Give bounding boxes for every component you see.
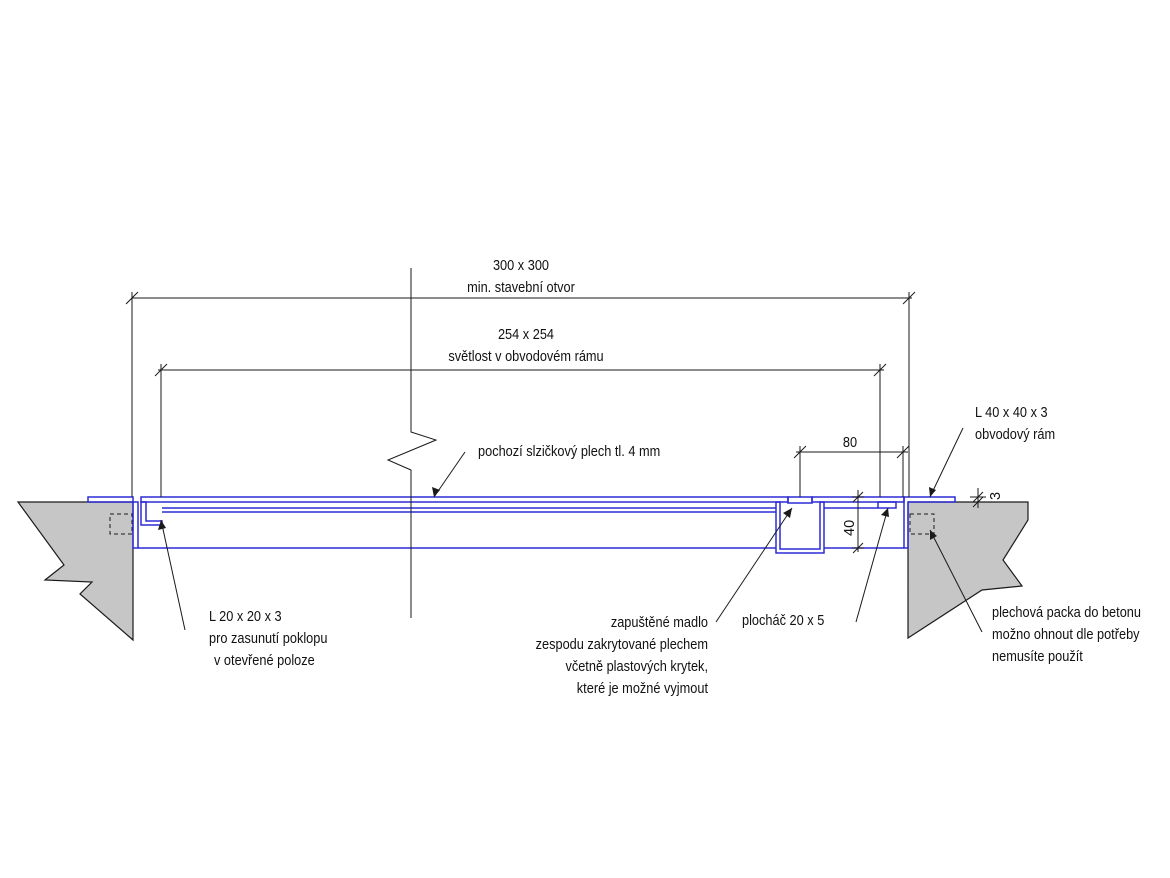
flat-bar: [877, 501, 897, 509]
plate-label: pochozí slzičkový plech tl. 4 mm: [478, 444, 661, 460]
depth-dimension: 40: [842, 519, 858, 536]
concrete-right: [907, 501, 1029, 640]
clear-dimension-value: 254 x 254: [497, 327, 555, 343]
left-small-angle: [140, 501, 163, 526]
right-frame-angle: [903, 496, 956, 549]
overall-dimension-label: min. stavební otvor: [467, 280, 575, 296]
recessed-handle: [775, 501, 825, 554]
anchor-label-line2: možno ohnout dle potřeby: [992, 627, 1140, 643]
dimension-lines: [125, 268, 986, 618]
handle-label-line3: včetně plastových krytek,: [565, 659, 708, 675]
tread-plate: [140, 496, 789, 503]
left-angle-label-line3: v otevřené poloze: [214, 653, 315, 669]
handle-label-line1: zapuštěné madlo: [610, 615, 708, 631]
leader-lines: [160, 427, 983, 633]
thickness-dimension: 3: [988, 491, 1004, 500]
overall-dimension-value: 300 x 300: [492, 258, 550, 274]
frame-label-line2: obvodový rám: [975, 427, 1056, 443]
leader-arrows: [158, 487, 937, 540]
left-angle-label-line2: pro zasunutí poklopu: [209, 631, 328, 647]
anchor-label-line1: plechová packa do betonu: [992, 605, 1141, 621]
clear-dimension-label: světlost v obvodovém rámu: [448, 349, 604, 365]
handle-width-dimension: 80: [842, 435, 858, 451]
left-angle-label-line1: L 20 x 20 x 3: [209, 609, 282, 625]
steel-section: [87, 496, 956, 554]
anchor-label-line3: nemusíte použít: [992, 649, 1083, 665]
flat-bar-label: plocháč 20 x 5: [742, 613, 825, 629]
handle-label-line2: zespodu zakrytované plechem: [535, 637, 708, 653]
handle-label-line4: které je možné vyjmout: [576, 681, 708, 697]
frame-label-line1: L 40 x 40 x 3: [975, 405, 1048, 421]
concrete-left: [16, 501, 134, 642]
